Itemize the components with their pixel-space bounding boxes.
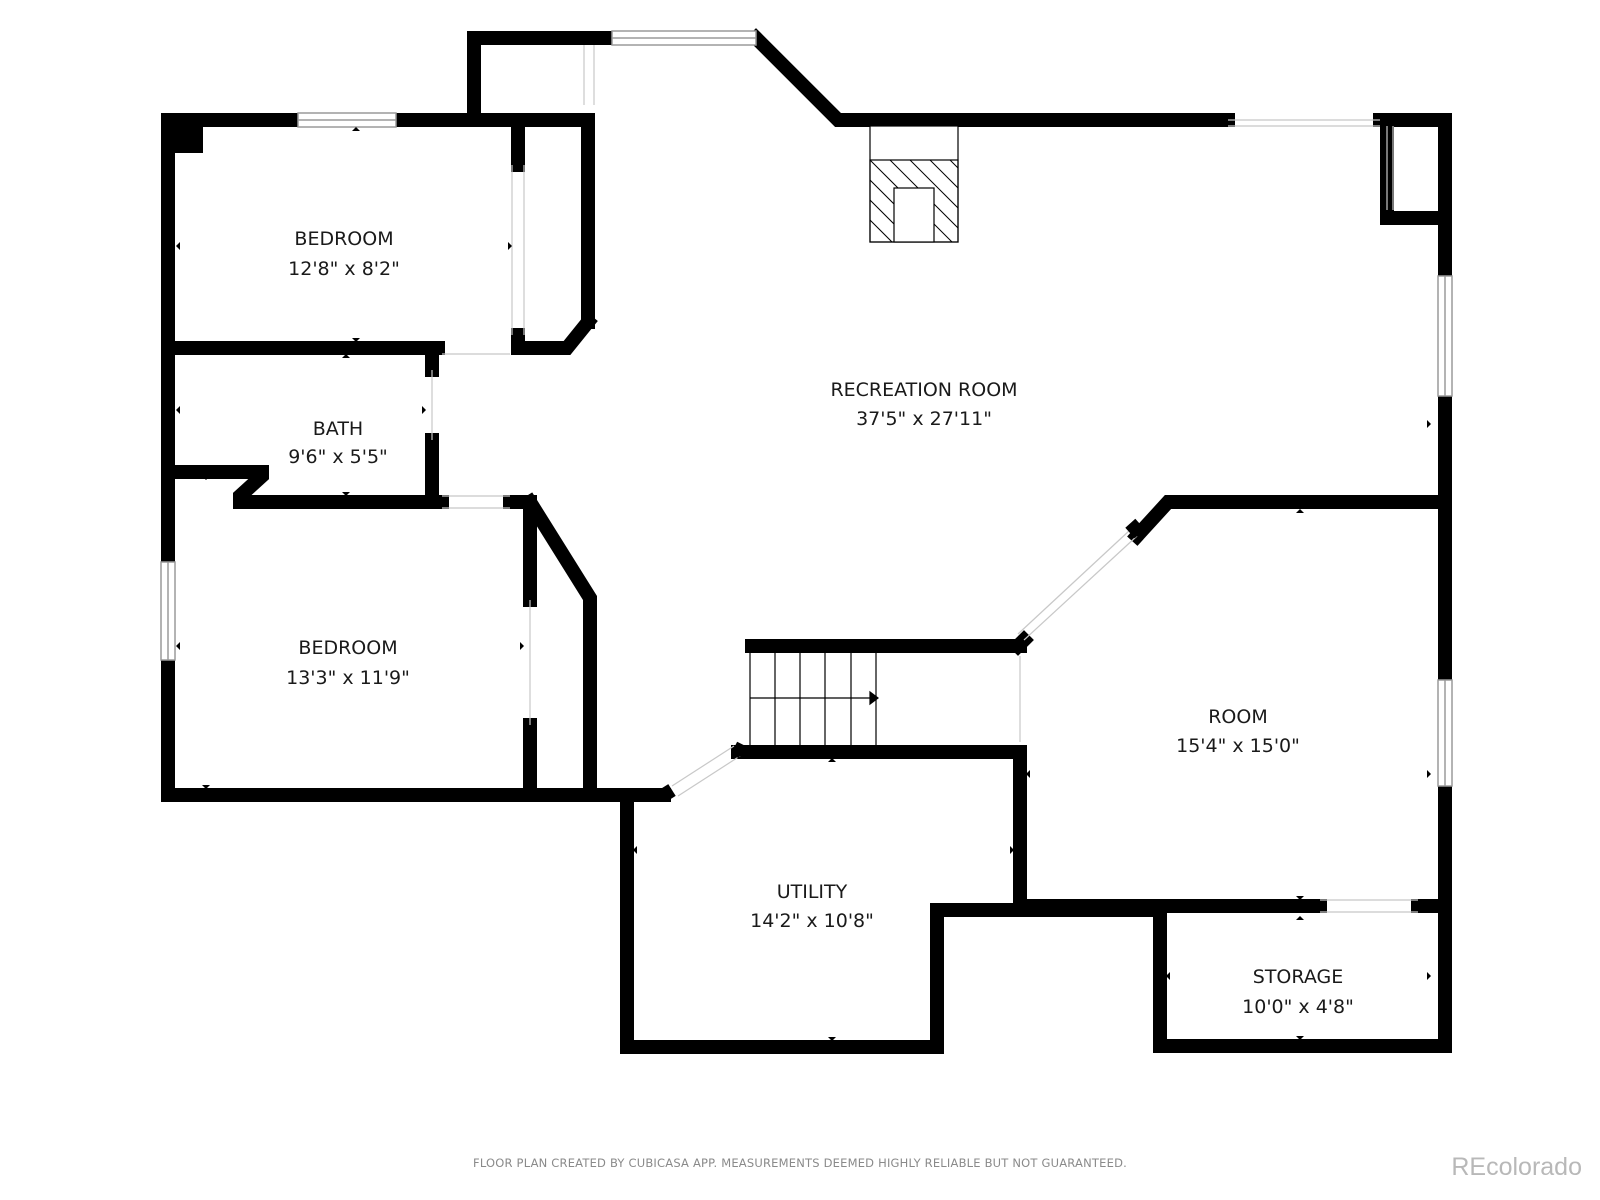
brand-logo: REcolorado <box>1451 1153 1582 1181</box>
room-label-storage: STORAGE <box>1253 966 1343 988</box>
room-label-room: ROOM <box>1208 706 1268 728</box>
walls <box>161 28 1452 1054</box>
room-dims-bedroom-1: 12'8" x 8'2" <box>288 258 400 280</box>
room-labels: BEDROOM 12'8" x 8'2" BATH 9'6" x 5'5" BE… <box>286 228 1354 1018</box>
room-dims-bedroom-2: 13'3" x 11'9" <box>286 667 410 689</box>
room-label-bedroom-2: BEDROOM <box>298 637 397 659</box>
disclaimer-text: FLOOR PLAN CREATED BY CUBICASA APP. MEAS… <box>473 1156 1127 1170</box>
room-label-bedroom-1: BEDROOM <box>294 228 393 250</box>
room-dims-recreation-room: 37'5" x 27'11" <box>856 408 992 430</box>
windows <box>160 30 1453 787</box>
room-label-utility: UTILITY <box>777 881 848 903</box>
fireplace-icon <box>869 125 959 243</box>
stairs-icon <box>749 651 879 747</box>
wall-corner-block <box>161 113 203 153</box>
room-label-recreation-room: RECREATION ROOM <box>830 379 1017 401</box>
measurement-markers <box>176 127 1431 1041</box>
wall-stubs <box>660 518 1145 801</box>
room-dims-utility: 14'2" x 10'8" <box>750 910 874 932</box>
room-dims-bath: 9'6" x 5'5" <box>288 446 388 468</box>
door-openings <box>431 45 1418 913</box>
room-dims-storage: 10'0" x 4'8" <box>1242 996 1354 1018</box>
room-label-bath: BATH <box>313 418 363 440</box>
room-dims-room: 15'4" x 15'0" <box>1176 735 1300 757</box>
